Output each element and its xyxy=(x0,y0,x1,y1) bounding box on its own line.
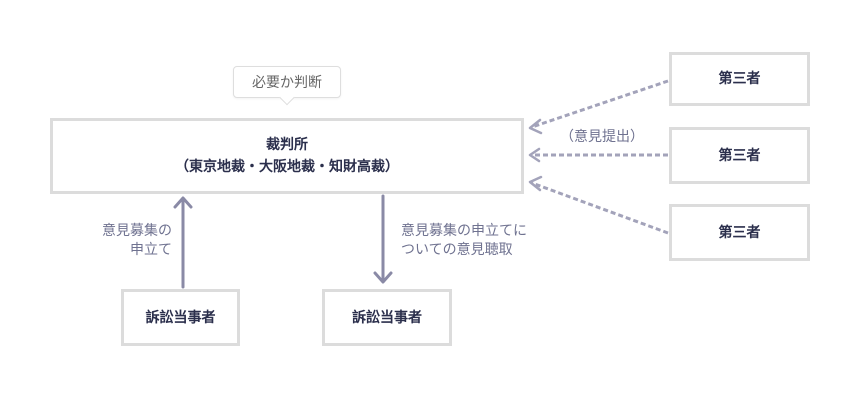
hearing-label-line1: 意見募集の申立てに xyxy=(401,223,527,239)
court-title: 裁判所 xyxy=(266,137,308,153)
party-label: 訴訟当事者 xyxy=(145,309,216,326)
third-party-label: 第三者 xyxy=(718,147,761,164)
court-subtitle: （東京地裁・大阪地裁・知財高裁） xyxy=(175,159,399,175)
dashed-arrow-1 xyxy=(531,79,669,129)
party-box-2: 訴訟当事者 xyxy=(322,289,452,346)
hearing-label: 意見募集の申立てに ついての意見聴取 xyxy=(401,222,527,260)
bubble-text: 必要か判断 xyxy=(252,75,322,91)
party-label: 訴訟当事者 xyxy=(352,309,422,326)
judgement-bubble: 必要か判断 xyxy=(233,66,341,98)
arrowhead-3 xyxy=(528,175,543,192)
arrowhead-1 xyxy=(528,118,543,135)
third-party-box-2: 第三者 xyxy=(669,127,810,184)
request-label: 意見募集の 申立て xyxy=(70,222,172,260)
third-party-label: 第三者 xyxy=(718,71,761,87)
third-party-box-3: 第三者 xyxy=(669,204,810,261)
down-arrowhead xyxy=(373,271,393,284)
arrowhead-2 xyxy=(528,147,541,163)
submission-label: （意見提出） xyxy=(560,129,644,145)
third-party-box-1: 第三者 xyxy=(669,52,810,106)
up-arrowhead xyxy=(173,196,193,209)
hearing-label-line2: ついての意見聴取 xyxy=(401,242,513,258)
request-label-line1: 意見募集の xyxy=(102,223,172,239)
party-box-1: 訴訟当事者 xyxy=(121,289,240,346)
third-party-label: 第三者 xyxy=(718,224,761,241)
court-box: 裁判所 （東京地裁・大阪地裁・知財高裁） xyxy=(50,118,524,194)
dashed-arrow-3 xyxy=(531,181,669,235)
request-label-line2: 申立て xyxy=(130,242,172,258)
